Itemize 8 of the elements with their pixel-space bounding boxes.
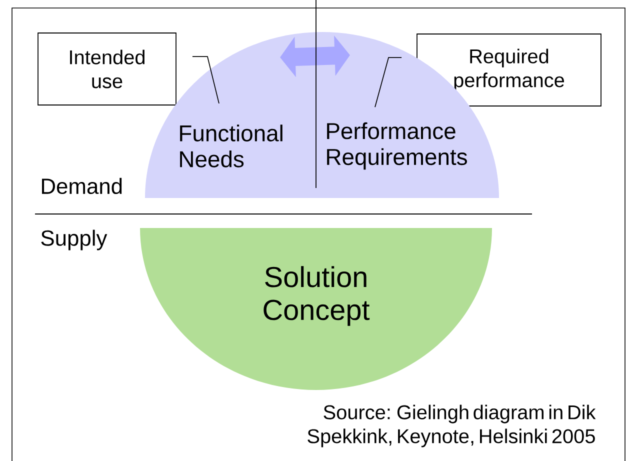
side-label: Demand bbox=[42, 178, 122, 194]
caption: Source: Gielingh diagram in Dik Spekkink, Keynote, Helsinki 2005 bbox=[308, 404, 596, 448]
leader-line bbox=[374, 57, 402, 108]
region-label: Performance Requirements bbox=[327, 122, 467, 170]
region-label: Functional Needs bbox=[180, 124, 282, 168]
side-label: Supply bbox=[41, 230, 108, 250]
leader-line bbox=[192, 56, 220, 104]
text-box: Intended use bbox=[38, 32, 176, 106]
